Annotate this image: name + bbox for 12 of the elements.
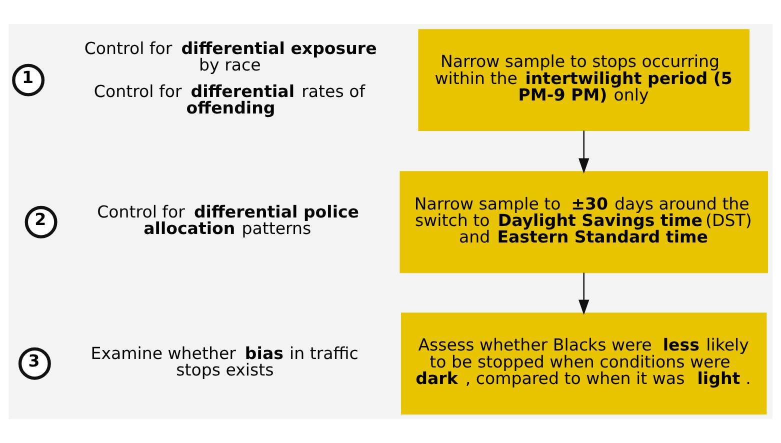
arrow [578, 272, 590, 316]
label: Control for differential police allocation patterns [97, 202, 360, 238]
arrow [578, 130, 590, 174]
label: Control for differential exposure by race [84, 38, 377, 74]
node-box: Narrow sample to ±30 days around the switch to Daylight Savings time (DST) and Eastern Standard time [400, 171, 768, 274]
label: Control for differential rates of offending [94, 82, 366, 118]
node-circle: 1 [12, 64, 45, 96]
label: Examine whether bias in traffic stops exists [90, 344, 358, 380]
node-circle: 3 [18, 347, 51, 380]
node-box: Narrow sample to stops occurring within the intertwilight period (5 PM-9 PM) only [418, 29, 750, 132]
node-box: Assess whether Blacks were less likely to be stopped when conditions were dark, compared to when it was light. [401, 312, 767, 415]
node-circle: 2 [24, 206, 58, 238]
